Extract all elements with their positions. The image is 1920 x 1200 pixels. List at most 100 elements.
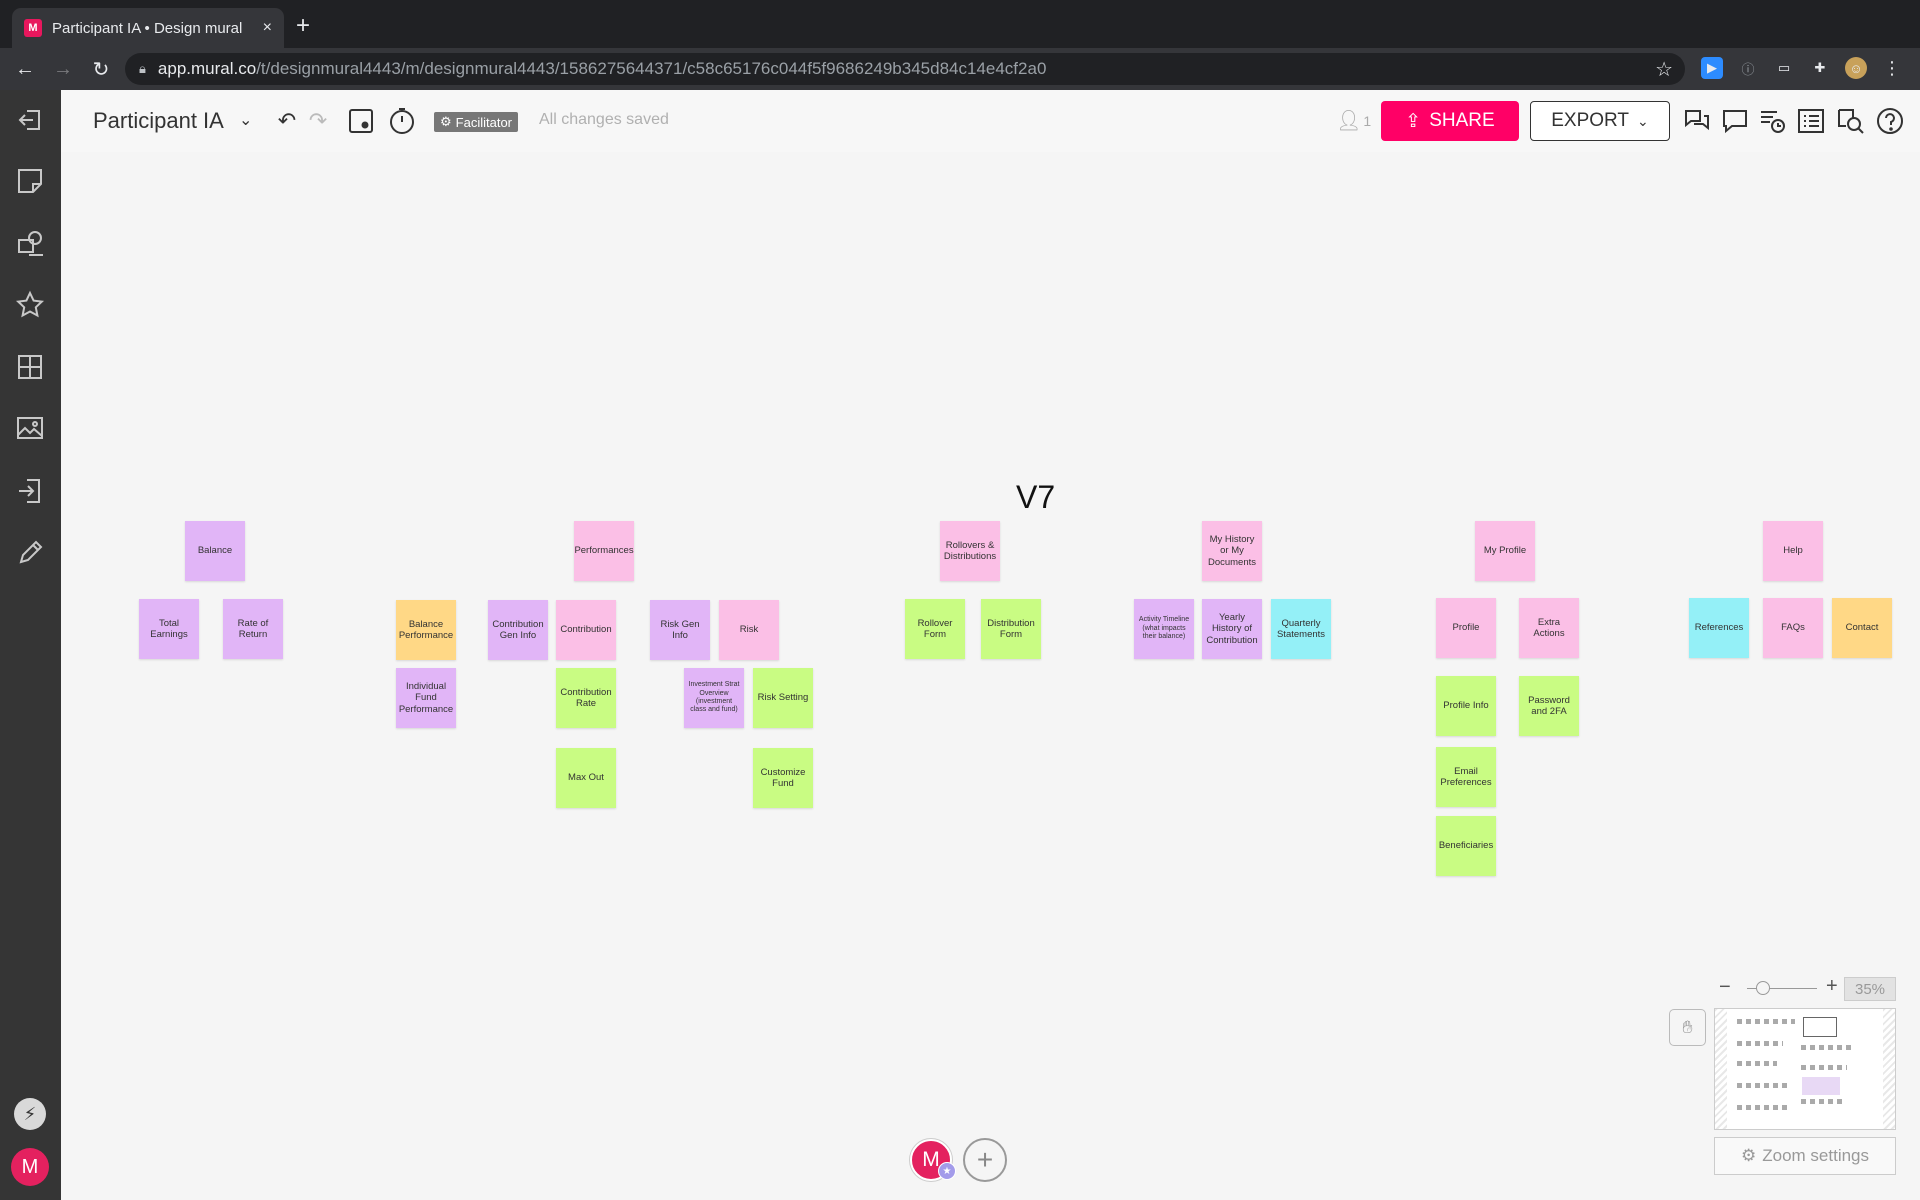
sticky-note-distribution-form[interactable]: Distribution Form (981, 599, 1041, 659)
bookmark-star-icon[interactable]: ☆ (1655, 59, 1673, 81)
chat-icon[interactable] (1682, 106, 1712, 136)
minimap-content (1737, 1105, 1791, 1110)
sticky-note-contribution-gen-info[interactable]: Contribution Gen Info (488, 600, 548, 660)
browser-tab[interactable]: M Participant IA • Design mural × (12, 8, 284, 48)
sticky-note-quarterly-statements[interactable]: Quarterly Statements (1271, 599, 1331, 659)
sticky-note-performances[interactable]: Performances (574, 521, 634, 581)
sticky-note-my-history[interactable]: My History or My Documents (1202, 521, 1262, 581)
sticky-note-activity-timeline[interactable]: Activity Timeline (what impacts their ba… (1134, 599, 1194, 659)
zoom-out-button[interactable]: − (1719, 976, 1731, 998)
sticky-note-help[interactable]: Help (1763, 521, 1823, 581)
save-status: All changes saved (539, 111, 669, 128)
sticky-note-my-profile[interactable]: My Profile (1475, 521, 1535, 581)
sticky-note-risk-gen-info[interactable]: Risk Gen Info (650, 600, 710, 660)
activity-history-icon[interactable] (1758, 106, 1788, 136)
search-icon[interactable] (1835, 106, 1865, 136)
exit-icon[interactable] (12, 102, 48, 138)
zoom-settings-button[interactable]: ⚙Zoom settings (1714, 1137, 1896, 1175)
comment-icon[interactable] (1720, 106, 1750, 136)
mural-canvas[interactable]: V7 Balance Total Earnings Rate of Return… (61, 152, 1920, 1200)
outline-frame-icon[interactable] (346, 106, 376, 136)
sticky-note-password-2fa[interactable]: Password and 2FA (1519, 676, 1579, 736)
sticky-note-risk-setting[interactable]: Risk Setting (753, 668, 813, 728)
back-arrow-icon[interactable]: ← (15, 57, 35, 80)
sticky-note-contact[interactable]: Contact (1832, 598, 1892, 658)
undo-icon[interactable]: ↶ (277, 108, 297, 133)
online-users[interactable]: 👤︎1 (1336, 108, 1371, 133)
add-collaborator-button[interactable]: + (963, 1138, 1007, 1182)
sticky-note-contribution-rate[interactable]: Contribution Rate (556, 668, 616, 728)
new-tab-button[interactable]: + (296, 12, 311, 39)
share-label: SHARE (1429, 110, 1495, 131)
sticky-note-profile-info[interactable]: Profile Info (1436, 676, 1496, 736)
sticky-note-profile[interactable]: Profile (1436, 598, 1496, 658)
tab-close-icon[interactable]: × (262, 19, 272, 36)
sticky-note-investment-strat[interactable]: Investment Strat Overview (investment cl… (684, 668, 744, 728)
sticky-note-balance[interactable]: Balance (185, 521, 245, 581)
sticky-note-yearly-history[interactable]: Yearly History of Contribution (1202, 599, 1262, 659)
sticky-note-email-preferences[interactable]: Email Preferences (1436, 747, 1496, 807)
redo-icon[interactable]: ↷ (308, 108, 328, 133)
user-count: 1 (1363, 112, 1372, 129)
image-icon[interactable] (12, 410, 48, 446)
sticky-note-extra-actions[interactable]: Extra Actions (1519, 598, 1579, 658)
minimap-content (1737, 1041, 1783, 1046)
mural-title[interactable]: Participant IA (93, 108, 224, 133)
user-avatar[interactable]: M (11, 1148, 49, 1186)
zoom-level[interactable]: 35% (1844, 977, 1896, 1001)
star-icon[interactable] (12, 287, 48, 323)
help-icon[interactable] (1875, 106, 1905, 136)
minimap-content (1737, 1083, 1789, 1088)
minimap-left-bar (1715, 1009, 1727, 1129)
sticky-note-beneficiaries[interactable]: Beneficiaries (1436, 816, 1496, 876)
browser-menu-icon[interactable]: ⋮ (1883, 57, 1901, 78)
card-extension-icon[interactable]: ▭ (1777, 60, 1791, 75)
sticky-note-max-out[interactable]: Max Out (556, 748, 616, 808)
lock-icon: 🔒︎ (139, 61, 146, 76)
minimap-content (1737, 1061, 1777, 1066)
sticky-note-customize-fund[interactable]: Customize Fund (753, 748, 813, 808)
minimap-content (1801, 1065, 1847, 1070)
puzzle-extensions-icon[interactable]: ✚ (1814, 60, 1826, 75)
import-icon[interactable] (12, 473, 48, 509)
share-button[interactable]: ⇪ SHARE (1381, 101, 1519, 141)
facilitator-badge[interactable]: ⚙Facilitator (434, 112, 519, 132)
canvas-heading[interactable]: V7 (1016, 479, 1056, 515)
chevron-down-icon: ⌄ (1637, 112, 1649, 129)
sticky-note-faqs[interactable]: FAQs (1763, 598, 1823, 658)
chevron-down-icon[interactable]: ⌄ (239, 112, 253, 129)
grid-frameworks-icon[interactable] (12, 349, 48, 385)
sticky-note-references[interactable]: References (1689, 598, 1749, 658)
reload-icon[interactable]: ↻ (92, 58, 110, 81)
zoom-slider-track[interactable] (1747, 988, 1817, 989)
sticky-note-total-earnings[interactable]: Total Earnings (139, 599, 199, 659)
facilitator-label: Facilitator (455, 114, 513, 130)
facilitator-star-icon: ★ (938, 1162, 956, 1180)
timer-icon[interactable] (387, 106, 417, 136)
forward-arrow-icon[interactable]: → (53, 57, 73, 80)
sticky-note-balance-performance[interactable]: Balance Performance (396, 600, 456, 660)
info-extension-icon[interactable]: ⓘ (1741, 61, 1755, 77)
outline-list-icon[interactable] (1796, 106, 1826, 136)
zoom-extension-icon[interactable]: ▶ (1701, 57, 1723, 79)
shapes-connectors-icon[interactable] (12, 225, 48, 261)
sticky-note-individual-fund-performance[interactable]: Individual Fund Performance (396, 668, 456, 728)
export-button[interactable]: EXPORT⌄ (1530, 101, 1670, 141)
minimap-viewport[interactable] (1803, 1017, 1837, 1037)
sticky-note-icon[interactable] (12, 163, 48, 199)
minimap-right-bar (1883, 1009, 1895, 1129)
zoom-in-button[interactable]: + (1826, 975, 1838, 997)
url-input[interactable]: 🔒︎ app.mural.co/t/designmural4443/m/desi… (125, 53, 1685, 85)
sticky-note-contribution[interactable]: Contribution (556, 600, 616, 660)
pan-hand-icon[interactable]: ✋︎ (1669, 1009, 1706, 1046)
profile-avatar-icon[interactable]: ☺ (1845, 57, 1867, 79)
pencil-draw-icon[interactable] (12, 535, 48, 571)
zoom-slider-handle[interactable] (1756, 981, 1770, 995)
sticky-note-rollover-form[interactable]: Rollover Form (905, 599, 965, 659)
sticky-note-risk[interactable]: Risk (719, 600, 779, 660)
upload-share-icon: ⇪ (1405, 110, 1422, 132)
lightning-bolt-icon[interactable]: ⚡︎ (14, 1098, 46, 1130)
sticky-note-rate-of-return[interactable]: Rate of Return (223, 599, 283, 659)
minimap[interactable] (1714, 1008, 1896, 1130)
sticky-note-rollovers-distributions[interactable]: Rollovers & Distributions (940, 521, 1000, 581)
